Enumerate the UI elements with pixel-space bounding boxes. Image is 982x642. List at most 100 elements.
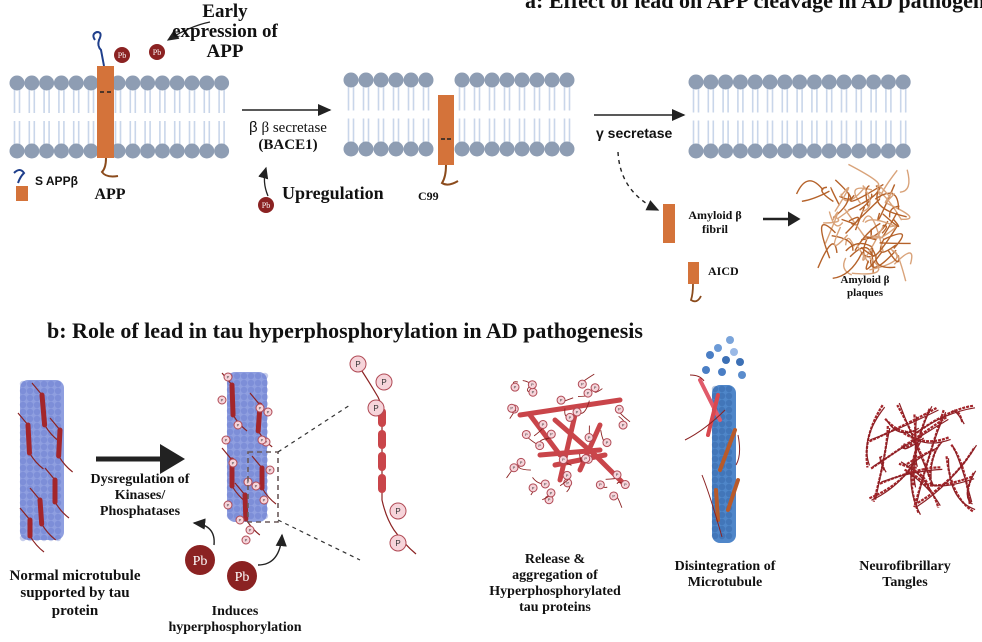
phosphate-label: P (538, 443, 541, 448)
tubulin-subunit (19, 380, 27, 388)
phosphate-label: P (227, 374, 230, 379)
plaque-strand (878, 191, 903, 221)
tubulin-subunit (247, 428, 255, 436)
paired-helical-filament (914, 416, 919, 467)
plaque-strand (848, 163, 880, 187)
plaque-strand (817, 243, 838, 269)
tau-filament (698, 378, 722, 422)
tubulin-subunit (711, 476, 719, 484)
lipid (514, 72, 530, 157)
tubulin-subunit (54, 471, 62, 479)
tubulin-subunit (19, 527, 27, 535)
tubulin-subunit (725, 483, 733, 491)
plaque-strand (854, 187, 873, 205)
tubulin-subunit (725, 476, 733, 484)
phosphate-label: P (616, 472, 619, 477)
panel-a-title: a: Effect of lead on APP cleavage in AD … (525, 0, 982, 13)
tubulin-subunit (54, 457, 62, 465)
tubulin-subunit (240, 407, 248, 415)
tubulin-subunit (226, 449, 234, 457)
tubulin-subunit (247, 470, 255, 478)
phosphate-group (612, 470, 622, 480)
plaque-strand (840, 186, 866, 202)
paired-helical-filament (908, 446, 939, 467)
tubulin-subunit (254, 449, 262, 457)
phosphate-group (235, 515, 245, 525)
plaque-strand (865, 251, 883, 270)
label-line: Hyperphosphorylated (489, 584, 621, 600)
tubulin-subunit (725, 462, 733, 470)
tubulin-subunit (33, 464, 41, 472)
tubulin-subunit (711, 427, 719, 435)
tubulin-subunit (33, 471, 41, 479)
paired-helical-filament (900, 461, 932, 493)
phosphate-group (510, 382, 520, 392)
tubulin-subunit (33, 478, 41, 486)
phosphate-label: P (618, 407, 621, 412)
tubulin-subunit (718, 504, 726, 512)
tubulin-subunit (261, 456, 269, 464)
tubulin-subunit (54, 380, 62, 388)
aicd-label: AICD (708, 264, 739, 278)
lipid (199, 75, 215, 159)
phosphate-group (583, 388, 593, 398)
tubulin-subunit (725, 427, 733, 435)
cell-membrane-1 (9, 75, 230, 159)
tubulin-subunit (226, 512, 234, 520)
tubulin-subunit (725, 525, 733, 533)
tubulin-subunit (240, 470, 248, 478)
tubulin-subunit (47, 534, 55, 542)
phosphate-label: P (520, 460, 523, 465)
app-protein (92, 30, 119, 178)
phosphate-label: P (560, 398, 563, 403)
tubulin-subunit (702, 366, 710, 374)
lipid (184, 75, 200, 159)
phosphate-group (509, 463, 519, 473)
lipid (880, 74, 896, 159)
tubulin-subunit (254, 442, 262, 450)
tubulin-subunit (725, 511, 733, 519)
paired-helical-filament (867, 407, 938, 443)
neurofibrillary-tangles-label: Neurofibrillary Tangles (850, 559, 960, 591)
tubulin-subunit (247, 379, 255, 387)
tubulin-subunit (33, 520, 41, 528)
label-line: protein (51, 602, 99, 619)
tubulin-subunit (261, 372, 269, 380)
phosphate-label: P (544, 481, 547, 486)
label-line: plaques (846, 287, 884, 300)
phosphate-label: P (255, 483, 258, 488)
plaque-strand (861, 185, 871, 213)
label-line: Disintegration of (674, 559, 776, 574)
phosphate-label: P (562, 457, 565, 462)
tubulin-subunit (233, 379, 241, 387)
tubulin-subunit (718, 441, 726, 449)
tubulin-subunit (226, 491, 234, 499)
tubulin-subunit (47, 513, 55, 521)
phosphate-label: P (588, 435, 591, 440)
label-line: expression of (172, 20, 278, 42)
phosphate-group (251, 481, 261, 491)
plaque-strand (854, 222, 881, 251)
tubulin-subunit (33, 534, 41, 542)
plaque-strand (881, 224, 888, 234)
tubulin-subunit (247, 491, 255, 499)
phosphate-label: P (548, 497, 551, 502)
phosphate-label: P (237, 422, 240, 427)
phosphate-label: P (576, 409, 579, 414)
phosphate-label: P (566, 480, 569, 485)
paired-helical-filament (870, 409, 939, 441)
tubulin-subunit (233, 372, 241, 380)
tubulin-subunit (19, 429, 27, 437)
paired-helical-filament (871, 459, 917, 501)
tubulin-subunit (19, 471, 27, 479)
tubulin-subunit (54, 520, 62, 528)
phosphate-group (577, 379, 587, 389)
lipid (343, 72, 359, 157)
tau-tail (684, 374, 741, 538)
phosphate-group (535, 441, 545, 451)
plaque-strand (849, 183, 884, 202)
phosphate-label: P (566, 473, 569, 478)
lipid (484, 72, 500, 157)
tubulin-subunit (718, 476, 726, 484)
phosphate-label: P (550, 490, 553, 495)
